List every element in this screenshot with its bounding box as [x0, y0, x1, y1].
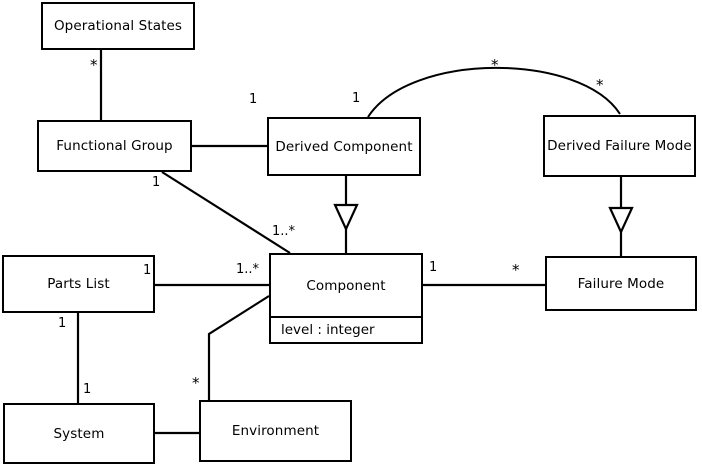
uml-class-operational-states[interactable]: Operational States	[41, 2, 195, 50]
multiplicity-op-states-to-fg: *	[90, 56, 98, 74]
uml-class-component[interactable]: Component level : integer	[269, 253, 423, 344]
class-name-operational-states: Operational States	[53, 18, 183, 34]
multiplicity-dc-to-dfm-apex: *	[491, 56, 499, 74]
multiplicity-fg-to-derived-component: 1	[249, 92, 258, 107]
uml-class-environment[interactable]: Environment	[199, 400, 352, 462]
generalization-arrow-derived-component	[333, 203, 359, 232]
uml-class-parts-list[interactable]: Parts List	[2, 255, 155, 313]
multiplicity-system-to-parts-list: 1	[83, 382, 92, 397]
class-name-functional-group: Functional Group	[56, 138, 173, 154]
uml-class-functional-group[interactable]: Functional Group	[37, 120, 192, 172]
multiplicity-component-to-fm: 1	[429, 260, 438, 275]
connector-functional-group-component	[161, 171, 291, 254]
class-name-derived-component: Derived Component	[275, 138, 413, 155]
multiplicity-component-parts-end: 1..*	[236, 262, 260, 277]
multiplicity-parts-list-end: 1	[143, 263, 152, 278]
uml-class-failure-mode[interactable]: Failure Mode	[545, 256, 697, 311]
class-name-derived-failure-mode: Derived Failure Mode	[547, 138, 692, 154]
multiplicity-parts-list-to-system: 1	[58, 316, 67, 331]
connector-derived-component-derived-failure-mode	[367, 66, 621, 118]
multiplicity-dc-to-dfm-target: *	[596, 76, 604, 94]
connector-environment-component	[207, 295, 270, 400]
multiplicity-failure-mode-end: *	[512, 261, 520, 279]
multiplicity-fg-to-component: 1	[152, 175, 161, 190]
class-attribute-component: level : integer	[271, 316, 421, 342]
class-name-component: Component	[306, 277, 386, 294]
class-name-environment: Environment	[231, 423, 320, 439]
multiplicity-environment-to-component: *	[192, 374, 200, 392]
class-name-failure-mode: Failure Mode	[577, 275, 665, 292]
generalization-arrow-derived-failure-mode	[608, 206, 634, 235]
uml-class-system[interactable]: System	[3, 403, 155, 464]
uml-class-derived-failure-mode[interactable]: Derived Failure Mode	[543, 115, 696, 177]
multiplicity-dc-to-dfm-source: 1	[352, 91, 361, 106]
class-name-parts-list: Parts List	[47, 276, 110, 292]
multiplicity-fg-component-end: 1..*	[272, 224, 296, 239]
uml-class-derived-component[interactable]: Derived Component	[267, 117, 421, 176]
class-name-system: System	[53, 425, 105, 442]
